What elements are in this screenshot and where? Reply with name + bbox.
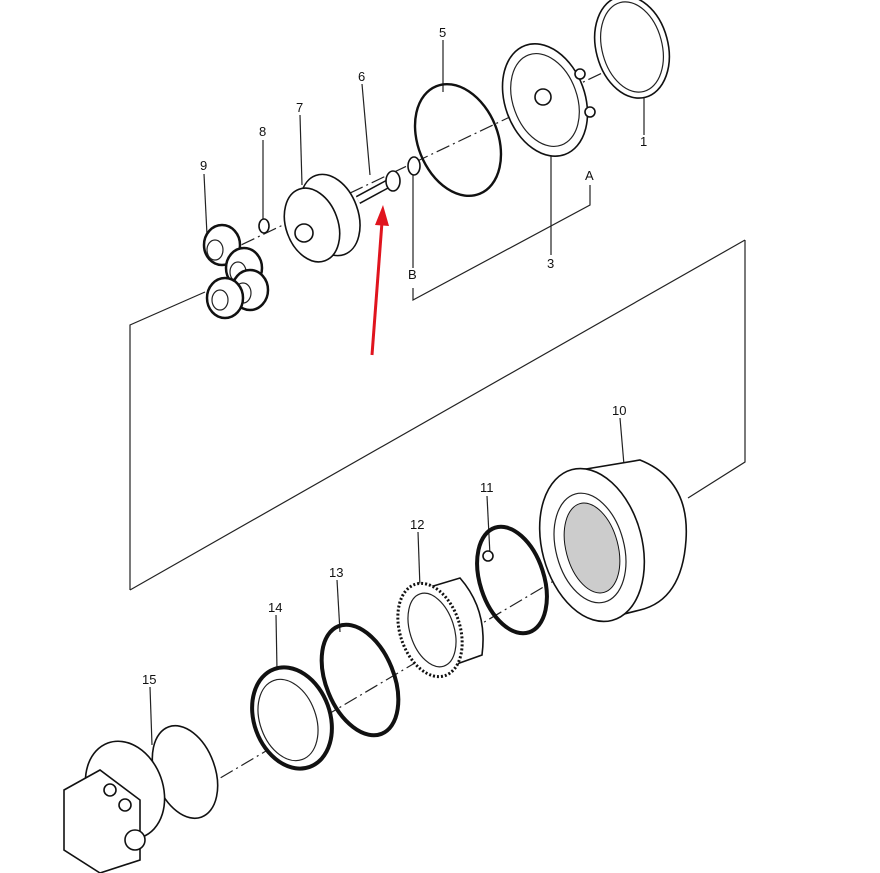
callout-3: 3 xyxy=(547,256,554,271)
assembly-connector-lines xyxy=(129,40,746,746)
callout-8: 8 xyxy=(259,124,266,139)
part-13-o-ring xyxy=(319,622,401,738)
callout-11: 11 xyxy=(480,480,494,495)
callout-14: 14 xyxy=(268,600,282,615)
reference-a: A xyxy=(585,168,594,183)
highlight-arrow xyxy=(370,205,389,356)
part-14-floating-seal xyxy=(250,665,334,771)
callout-9: 9 xyxy=(200,158,207,173)
reference-b: B xyxy=(408,267,417,282)
callout-12: 12 xyxy=(410,517,424,532)
part-9-planet-gears xyxy=(202,223,270,320)
callout-7: 7 xyxy=(296,100,303,115)
callout-1: 1 xyxy=(640,134,647,149)
callout-6: 6 xyxy=(358,69,365,84)
part-7-planet-carrier xyxy=(283,173,361,263)
part-11-snap-ring xyxy=(475,524,549,636)
callout-5: 5 xyxy=(439,25,446,40)
part-10-ring-gear-housing xyxy=(538,459,688,623)
callout-13: 13 xyxy=(329,565,343,580)
part-5-o-ring xyxy=(413,82,503,198)
callout-10: 10 xyxy=(612,403,626,418)
part-1-snap-ring xyxy=(593,0,671,99)
part-12-bearing xyxy=(396,577,484,679)
part-8-retaining-ring xyxy=(258,218,270,234)
callout-15: 15 xyxy=(142,672,156,687)
part-6-sun-gear-shaft xyxy=(355,170,401,204)
part-15-travel-motor xyxy=(63,724,219,873)
washer xyxy=(407,156,421,176)
